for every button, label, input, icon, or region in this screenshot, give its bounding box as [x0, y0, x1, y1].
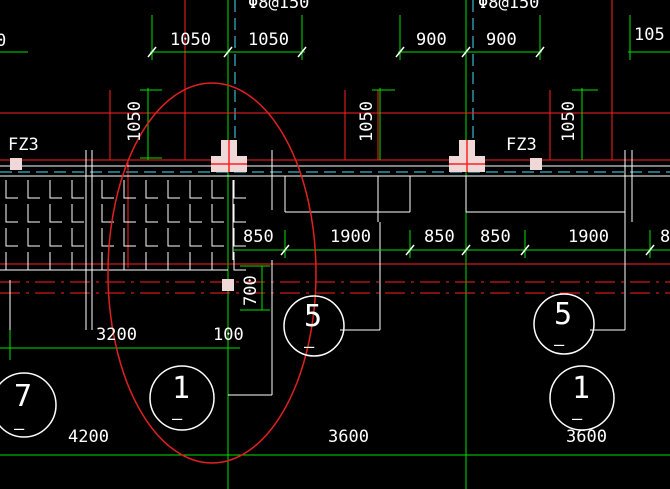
tile-mark	[123, 204, 136, 223]
tile-mark	[5, 180, 18, 199]
axis-bubble-7	[0, 372, 57, 438]
column-tag-2: FZ3	[506, 135, 537, 155]
tile-mark	[101, 204, 114, 223]
tile-mark	[189, 204, 202, 223]
rebar-label-1: Φ8@150	[248, 0, 309, 13]
vdim-2: 1050	[357, 101, 377, 142]
tile-mark	[145, 180, 158, 199]
mid-dim-1: 850	[243, 227, 274, 247]
axis-bubble-sub-5: —	[572, 409, 583, 429]
axis-bubble-num-2: 1	[172, 371, 190, 406]
tile-mark	[123, 252, 136, 271]
axis-bubble-num-5: 1	[572, 371, 590, 406]
tile-mark	[27, 228, 40, 247]
vdim-1: 1050	[125, 101, 145, 142]
tile-mark	[145, 252, 158, 271]
tile-mark	[49, 204, 62, 223]
vdim-4: 700	[241, 275, 261, 306]
bottom-dim-1: 4200	[68, 427, 109, 447]
tile-mark	[101, 228, 114, 247]
lower-dim-1: 3200	[96, 325, 137, 345]
green-dimension-lines	[0, 15, 670, 360]
dimension-ticks	[147, 46, 655, 256]
bottom-dim-2: 3600	[328, 427, 369, 447]
lower-dim-2: 100	[213, 325, 244, 345]
axis-bubble-num-3: 5	[304, 299, 322, 334]
axis-bubble-5-left	[283, 295, 345, 357]
tile-mark	[101, 252, 114, 271]
highlight-ellipse	[107, 82, 317, 464]
tile-mark	[71, 180, 84, 199]
tile-mark	[49, 252, 62, 271]
top-dim-4: 900	[486, 30, 517, 50]
axis-bubble-sub-4: —	[554, 335, 565, 355]
mid-dim-4: 850	[480, 227, 511, 247]
mid-dim-5: 1900	[568, 227, 609, 247]
mid-dim-2: 1900	[330, 227, 371, 247]
vdim-3: 1050	[559, 101, 579, 142]
tile-mark	[211, 180, 224, 199]
top-dim-5: 105	[634, 25, 665, 45]
axis-bubble-num-1: 7	[14, 379, 32, 414]
tile-mark	[233, 252, 246, 271]
tile-mark	[123, 228, 136, 247]
top-dim-2: 1050	[248, 30, 289, 50]
tile-mark	[211, 204, 224, 223]
tile-mark	[233, 180, 246, 199]
rebar-label-2: Φ8@150	[478, 0, 539, 13]
tile-mark	[27, 252, 40, 271]
tile-mark	[5, 228, 18, 247]
tile-mark	[167, 204, 180, 223]
axis-bubble-1-left	[149, 365, 215, 431]
tile-mark	[71, 228, 84, 247]
axis-bubble-5-right	[533, 293, 595, 355]
tile-mark	[123, 180, 136, 199]
tile-mark	[71, 204, 84, 223]
tile-mark	[49, 228, 62, 247]
mid-dim-6: 8	[660, 227, 670, 247]
top-dim-1: 1050	[170, 30, 211, 50]
tile-grid	[5, 180, 246, 271]
column-tag-1: FZ3	[8, 135, 39, 155]
tile-mark	[167, 180, 180, 199]
bottom-dim-3: 3600	[566, 427, 607, 447]
tile-mark	[211, 252, 224, 271]
tile-mark	[189, 252, 202, 271]
tile-mark	[145, 204, 158, 223]
tile-mark	[27, 180, 40, 199]
mid-dim-3: 850	[424, 227, 455, 247]
tile-mark	[5, 204, 18, 223]
top-dim-3: 900	[416, 30, 447, 50]
axis-bubble-sub-2: —	[172, 409, 183, 429]
left-partial-dim: 0	[0, 31, 6, 51]
column-markers	[10, 140, 542, 291]
axis-bubble-sub-3: —	[304, 337, 315, 357]
tile-mark	[101, 180, 114, 199]
text-layer: Φ8@150 Φ8@150 0 1050 1050 900 900 105 10…	[0, 0, 670, 447]
axis-bubble-sub-1: —	[14, 419, 25, 439]
tile-mark	[71, 252, 84, 271]
tile-mark	[145, 228, 158, 247]
red-wall-lines	[0, 0, 670, 294]
tile-mark	[5, 252, 18, 271]
axis-bubble-1-right	[549, 365, 615, 431]
tile-mark	[27, 204, 40, 223]
tile-mark	[189, 228, 202, 247]
axis-bubble-num-4: 5	[554, 297, 572, 332]
axis-bubbles	[0, 293, 615, 438]
axis-bubble-text: 7 — 1 — 5 — 5 — 1 —	[14, 297, 590, 439]
tile-mark	[233, 204, 246, 223]
tile-mark	[233, 228, 246, 247]
tile-mark	[167, 252, 180, 271]
tile-mark	[49, 180, 62, 199]
tile-mark	[211, 228, 224, 247]
tile-mark	[189, 180, 202, 199]
tile-mark	[167, 228, 180, 247]
